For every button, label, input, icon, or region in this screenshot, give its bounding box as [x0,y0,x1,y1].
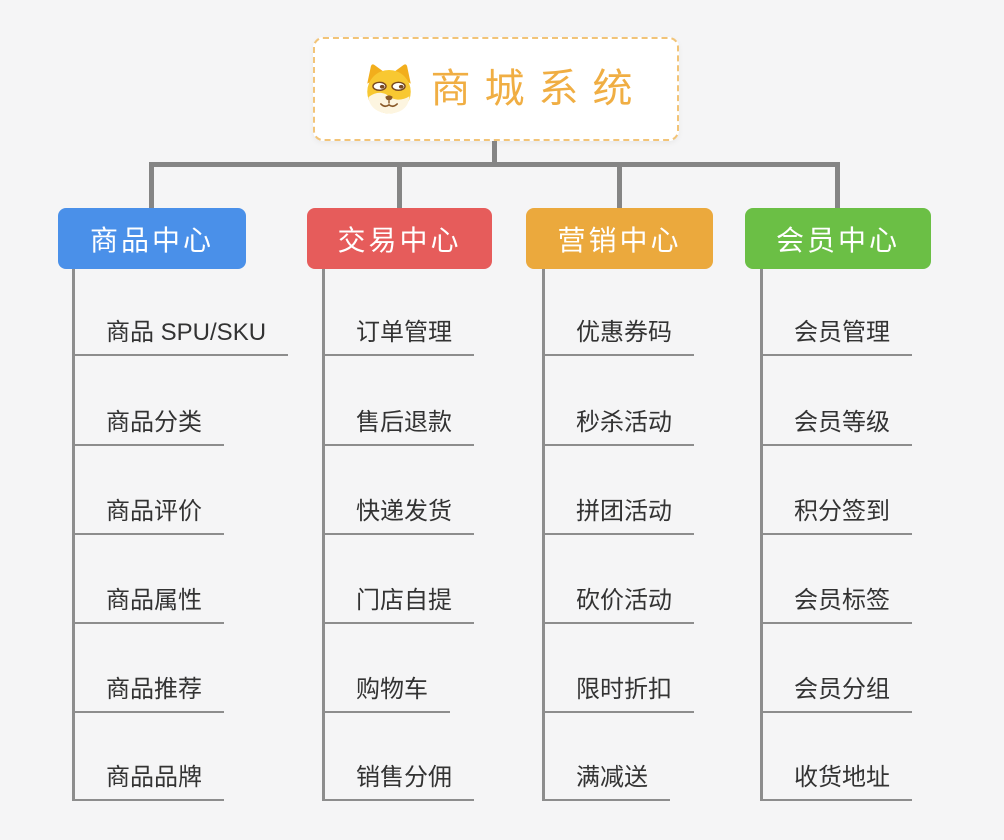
branch-node-trade[interactable]: 交易中心 [307,208,492,269]
leaf-item[interactable]: 会员分组 [760,673,912,713]
leaf-item[interactable]: 商品 SPU/SKU [72,316,289,356]
root-node[interactable]: 商城系统 [313,37,679,141]
connector-trunk [492,141,497,167]
leaf-item[interactable]: 商品推荐 [72,673,224,713]
leaf-item[interactable]: 商品品牌 [72,761,224,801]
leaf-item[interactable]: 商品分类 [72,406,224,446]
stem-marketing [542,269,545,801]
branch-node-products[interactable]: 商品中心 [58,208,246,269]
connector-drop-marketing [617,162,622,208]
leaf-item[interactable]: 拼团活动 [542,495,694,535]
leaf-item[interactable]: 门店自提 [322,584,474,624]
leaf-item[interactable]: 秒杀活动 [542,406,694,446]
leaf-item[interactable]: 销售分佣 [322,761,474,801]
branch-node-members[interactable]: 会员中心 [745,208,931,269]
connector-bus [150,162,840,167]
root-title: 商城系统 [430,67,647,111]
leaf-item[interactable]: 积分签到 [760,495,912,535]
leaf-item[interactable]: 商品评价 [72,495,224,535]
shiba-dog-icon [366,64,411,114]
leaf-item[interactable]: 会员管理 [760,316,912,356]
connector-drop-products [149,162,154,208]
leaf-item[interactable]: 商品属性 [72,584,224,624]
stem-members [760,269,763,801]
stem-products [72,269,75,801]
leaf-item[interactable]: 会员等级 [760,406,912,446]
leaf-item[interactable]: 满减送 [542,761,670,801]
leaf-item[interactable]: 收货地址 [760,761,912,801]
leaf-item[interactable]: 限时折扣 [542,673,694,713]
connector-drop-members [835,162,840,208]
branch-node-marketing[interactable]: 营销中心 [526,208,713,269]
leaf-item[interactable]: 优惠券码 [542,316,694,356]
leaf-item[interactable]: 订单管理 [322,316,474,356]
leaf-item[interactable]: 快递发货 [322,495,474,535]
connector-drop-trade [397,162,402,208]
leaf-item[interactable]: 售后退款 [322,406,474,446]
leaf-item[interactable]: 购物车 [322,673,450,713]
leaf-item[interactable]: 会员标签 [760,584,912,624]
leaf-item[interactable]: 砍价活动 [542,584,694,624]
stem-trade [322,269,325,801]
